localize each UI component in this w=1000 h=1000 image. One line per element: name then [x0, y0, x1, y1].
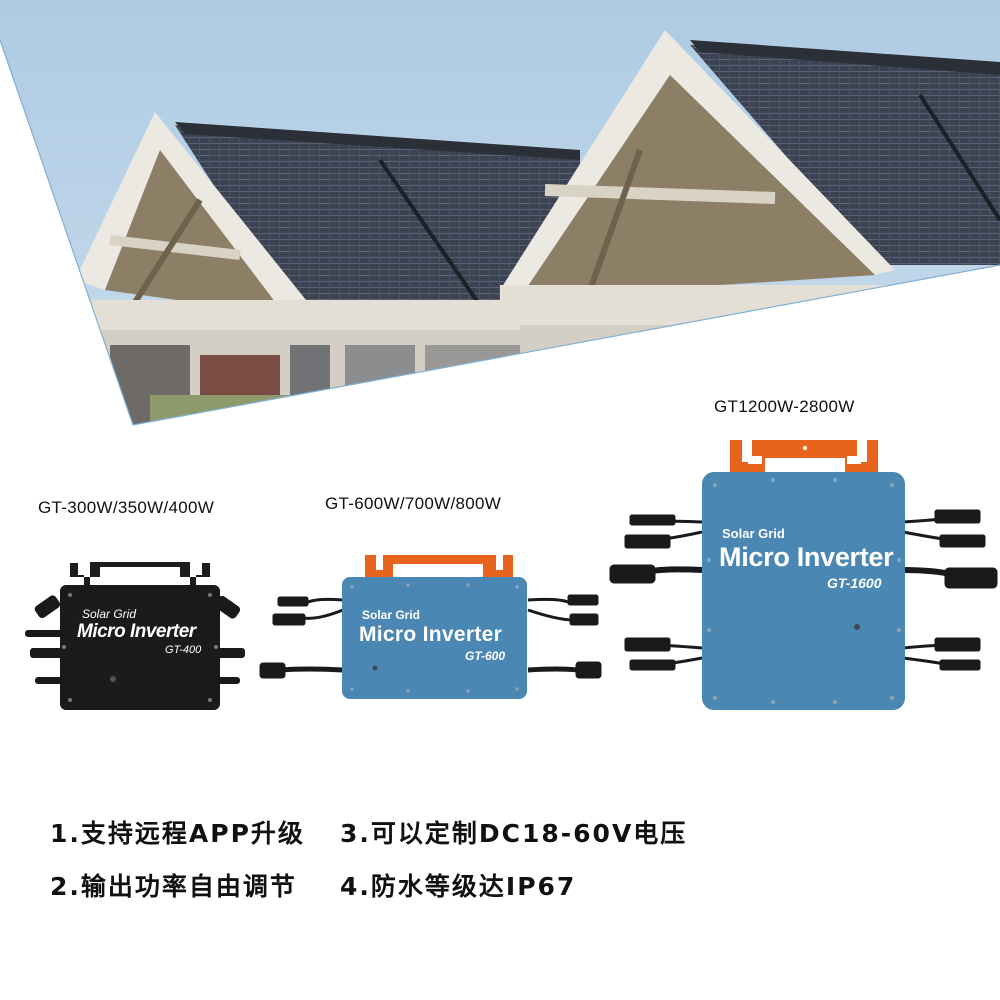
product-range-label-medium: GT-600W/700W/800W — [325, 494, 502, 513]
inverter-gt-600-model: GT-600 — [465, 649, 506, 663]
inverter-gt-1600-model: GT-1600 — [827, 575, 882, 591]
product-range-label-large: GT1200W-2800W — [714, 397, 855, 416]
inverter-gt-1600: Solar Grid Micro Inverter GT-1600 — [605, 440, 1000, 715]
inverter-gt-600-brand: Solar Grid — [362, 608, 421, 622]
inverter-gt-1600-illustration — [609, 440, 998, 710]
inverter-gt-600-title: Micro Inverter — [359, 623, 503, 646]
feature-adjustable-output-power: 2.输出功率自由调节 — [50, 872, 297, 901]
inverter-gt-400-brand: Solar Grid — [82, 607, 137, 621]
inverter-gt-400-model: GT-400 — [165, 644, 202, 656]
product-range-label-small: GT-300W/350W/400W — [38, 498, 215, 517]
inverter-gt-600-illustration — [259, 555, 602, 699]
hero-rooftop-solar-photo — [0, 0, 1000, 426]
inverter-gt-400: Solar Grid Micro Inverter GT-400 — [20, 555, 250, 715]
inverter-gt-600: Solar Grid Micro Inverter GT-600 — [258, 550, 603, 705]
inverter-gt-1600-brand: Solar Grid — [722, 526, 785, 541]
inverter-gt-400-illustration — [25, 562, 245, 710]
inverter-gt-400-title: Micro Inverter — [77, 621, 196, 642]
feature-custom-dc-voltage: 3.可以定制DC18-60V电压 — [340, 819, 688, 848]
feature-ip67-waterproof: 4.防水等级达IP67 — [340, 872, 577, 901]
feature-remote-app-upgrade: 1.支持远程APP升级 — [50, 819, 305, 848]
inverter-gt-1600-title: Micro Inverter — [719, 542, 894, 572]
